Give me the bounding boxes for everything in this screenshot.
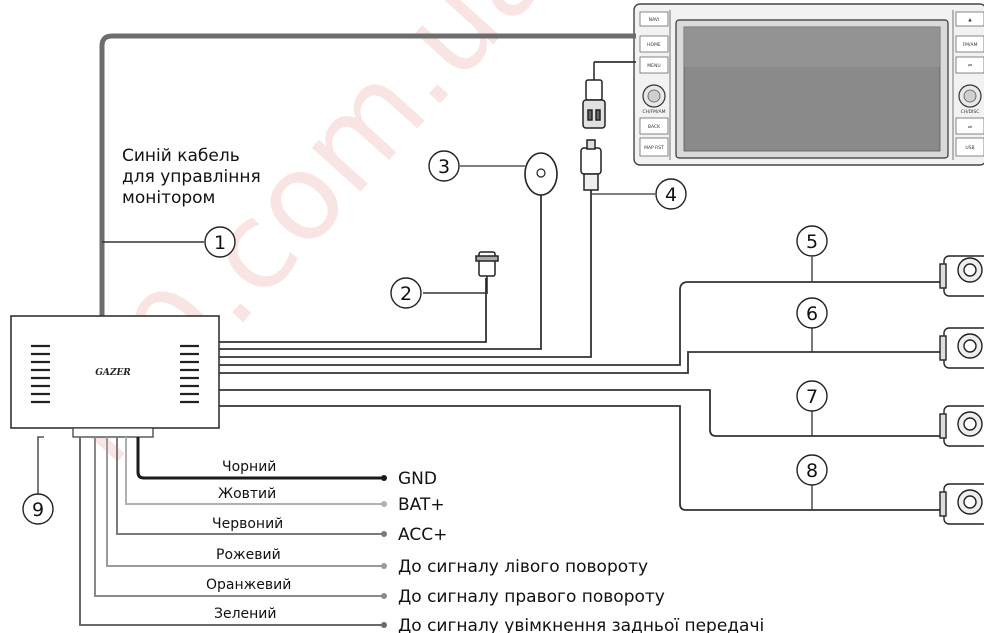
vent-left-icon (31, 344, 50, 404)
svg-text:MENU: MENU (647, 63, 660, 69)
callout-6 (796, 297, 828, 329)
vent-right-icon (180, 344, 199, 404)
wire-name-green: Зелений (214, 606, 277, 622)
svg-text:USB: USB (965, 145, 974, 151)
rear-camera-2-icon (939, 327, 984, 369)
control-box: GAZER (10, 315, 220, 438)
callout-1 (204, 226, 236, 258)
wire-name-orange: Оранжевий (206, 577, 291, 593)
caption-line-2: для управління (122, 167, 261, 187)
connector-2-icon (423, 251, 499, 294)
monitor-left-buttons: NAVI HOME MENU CH/FM/AM BACK MAP RST (639, 11, 669, 157)
caption-line-1: Синій кабель (122, 146, 240, 166)
svg-text:6: 6 (806, 303, 818, 325)
wire-name-yellow: Жовтий (218, 486, 276, 502)
gazer-logo: GAZER (95, 368, 131, 378)
svg-text:HOME: HOME (647, 42, 661, 48)
callout-2 (390, 277, 422, 309)
svg-text:4: 4 (665, 184, 677, 206)
caption-line-3: монітором (122, 188, 215, 208)
svg-text:FM/AM: FM/AM (963, 42, 978, 48)
svg-text:CH/FM/AM: CH/FM/AM (643, 109, 666, 115)
power-wires (79, 437, 384, 626)
svg-text:NAVI: NAVI (649, 17, 660, 23)
svg-text:8: 8 (806, 460, 818, 482)
blue-control-cable (99, 33, 636, 318)
dest-reverse-gear: До сигналу увімкнення задньої передачі (398, 616, 764, 633)
svg-text:1: 1 (214, 232, 226, 254)
svg-text:9: 9 (32, 499, 44, 521)
svg-text:7: 7 (806, 386, 818, 408)
wire-end-dots (381, 475, 387, 628)
signal-cables (219, 188, 944, 511)
monitor-right-buttons: ▲ FM/AM ⏮ CH/DISC ⏭ USB (955, 11, 984, 157)
callout-numbers: 1 2 3 4 5 6 7 8 9 (32, 156, 818, 521)
rear-camera-4-icon (939, 483, 984, 525)
rear-camera-1-icon (939, 255, 984, 297)
svg-text:2: 2 (400, 283, 412, 305)
callout-5 (796, 225, 828, 257)
gps-antenna-icon (460, 152, 558, 196)
svg-text:CH/DISC: CH/DISC (961, 109, 980, 115)
callout-4 (655, 178, 687, 210)
power-connector (72, 427, 154, 438)
svg-text:3: 3 (438, 156, 450, 178)
svg-text:⏮: ⏮ (968, 64, 972, 69)
svg-text:⏭: ⏭ (968, 125, 972, 130)
callout-9 (22, 493, 54, 525)
callout-9-leader (37, 436, 44, 494)
dest-gnd: GND (398, 469, 437, 489)
wire-name-red: Червоний (212, 516, 283, 532)
svg-text:MAP RST: MAP RST (644, 145, 664, 151)
wire-name-pink: Рожевий (216, 547, 281, 563)
dest-right-turn: До сигналу правого повороту (398, 587, 665, 607)
callout-circles (22, 150, 828, 525)
dest-left-turn: До сигналу лівого повороту (398, 557, 648, 577)
rear-camera-3-icon (939, 405, 984, 447)
svg-text:▲: ▲ (968, 18, 972, 23)
wire-name-black: Чорний (222, 459, 276, 475)
dest-acc: ACC+ (398, 525, 447, 545)
head-unit-monitor: NAVI HOME MENU CH/FM/AM BACK MAP RST ▲ F… (633, 3, 984, 166)
svg-text:BACK: BACK (648, 124, 661, 130)
callout-3 (428, 150, 460, 182)
rca-plug-box-icon (580, 139, 655, 195)
svg-text:5: 5 (806, 231, 818, 253)
callout-7 (796, 380, 828, 412)
rca-plug-monitor-icon (582, 61, 636, 129)
callout-8 (796, 454, 828, 486)
dest-bat: BAT+ (398, 495, 445, 515)
